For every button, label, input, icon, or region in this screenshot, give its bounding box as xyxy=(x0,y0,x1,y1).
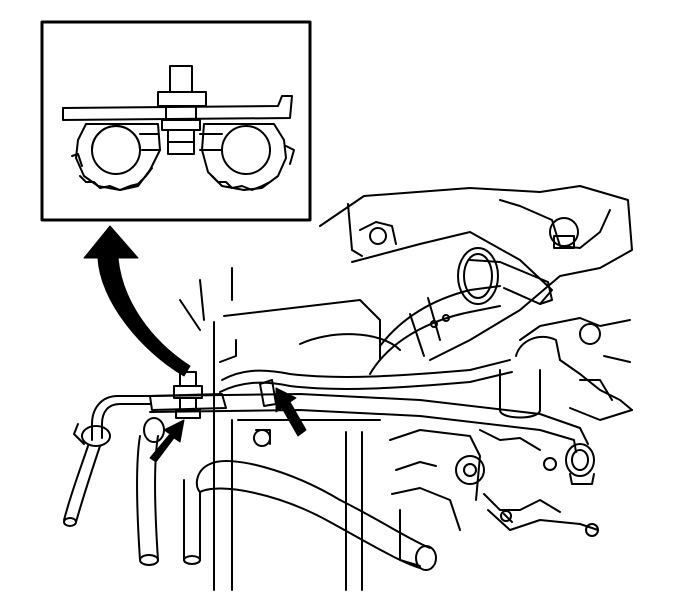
inset-frame xyxy=(40,20,312,222)
curved-callout-arrow-icon xyxy=(83,225,191,377)
black-pointer-arrow-icon xyxy=(275,387,307,437)
inset-detail xyxy=(40,20,312,222)
bracket-clip-detail-icon xyxy=(62,65,295,191)
engine-background xyxy=(179,185,633,591)
black-pointer-arrow-icon xyxy=(149,419,185,463)
hoses-and-lines xyxy=(63,359,595,571)
